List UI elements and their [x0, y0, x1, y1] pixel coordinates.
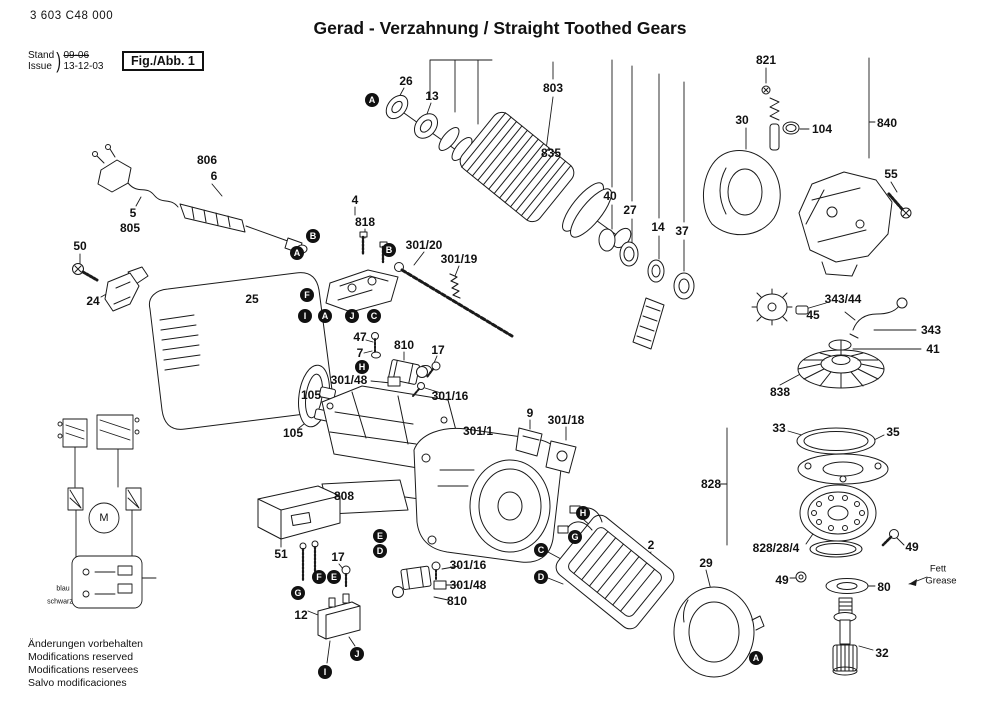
- spindle-lock-group: [761, 85, 800, 151]
- page-title: Gerad - Verzahnung / Straight Toothed Ge…: [313, 18, 687, 38]
- figure-label: Fig./Abb. 1: [122, 51, 204, 71]
- power-cord-group: [92, 144, 308, 254]
- end-cover-group: [673, 586, 765, 678]
- armature-group: [385, 94, 632, 249]
- footer-line: Salvo modificaciones: [28, 677, 127, 689]
- stand-label: Stand: [28, 50, 55, 61]
- brush-holder-bottom-group: [341, 561, 447, 598]
- bevel-gear-group: [751, 288, 908, 389]
- washer-set-group: [598, 228, 695, 350]
- issue-brace: ): [56, 48, 62, 73]
- cover-disc-group: [702, 150, 781, 236]
- screw-and-bracket-group: [72, 263, 149, 312]
- grease-arrowhead: [909, 579, 917, 586]
- issue-block: Stand Issue ) 09-06 13-12-03: [28, 48, 104, 74]
- motor-housing-group: [148, 272, 336, 430]
- issue-label: Issue: [28, 61, 52, 72]
- issue-date-old: 09-06: [63, 50, 90, 61]
- bearing-flange-stack-group: [795, 427, 899, 594]
- issue-date-new: 13-12-03: [63, 61, 104, 72]
- wiring-schematic-group: [57, 414, 157, 609]
- brush-holder-top-group: [387, 359, 441, 397]
- footer-line: Modifications reserved: [28, 651, 134, 663]
- footer-line: Modifications reservees: [28, 664, 139, 676]
- switch-group: [257, 485, 361, 640]
- document-number: 3 603 C48 000: [30, 10, 114, 22]
- stator-group: [555, 505, 675, 630]
- footer-line: Änderungen vorbehalten: [28, 638, 144, 650]
- brush-plate-group: [325, 231, 514, 338]
- spindle-group: [832, 597, 858, 676]
- leader-lines: [79, 57, 928, 664]
- gearbox-bracket-group: [413, 427, 577, 563]
- gear-housing-group: [798, 171, 912, 277]
- footer-notes: Änderungen vorbehalten Modifications res…: [28, 638, 143, 690]
